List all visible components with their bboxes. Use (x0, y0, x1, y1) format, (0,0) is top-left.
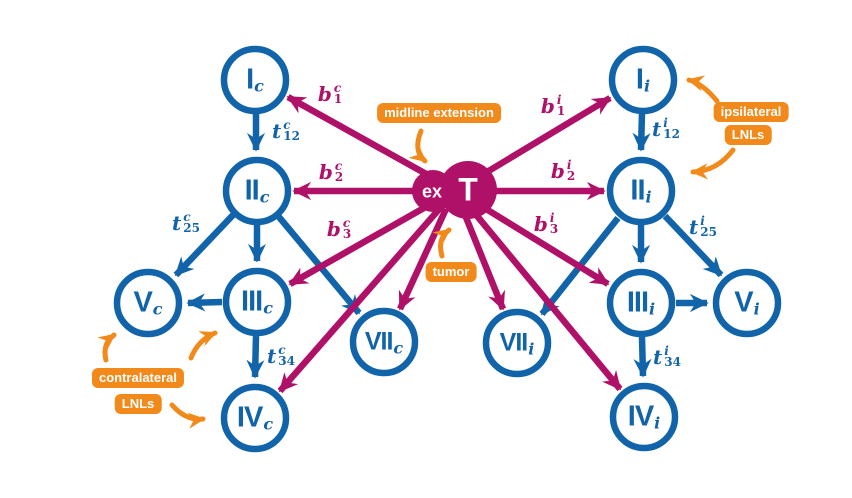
badge-ipsilateral: ipsilateral (713, 102, 789, 122)
edge-T-IIIc (288, 193, 447, 287)
node-circle-Ii (608, 45, 678, 115)
node-circle-Ic (220, 45, 290, 115)
node-circle-VIIc (349, 307, 419, 377)
arrow-contralateral-to-IIIc (188, 330, 218, 361)
edge-T-IVc (277, 196, 451, 394)
badge-tumor: tumor (425, 262, 477, 282)
arrow-contralateral-to-Vc (97, 332, 117, 363)
node-circle-IVi (609, 382, 679, 452)
edge-T-IVi (465, 202, 623, 392)
edge-IIIc-IVc (246, 335, 265, 379)
node-circle-IIIc (222, 267, 292, 337)
edge-IIIc-Vc (186, 293, 223, 312)
badge-ipsilateral-lnls: LNLs (724, 125, 772, 145)
tumor-T-circle (439, 161, 497, 219)
badge-contralateral-lnls: LNLs (114, 394, 162, 414)
edge-T-Ic (286, 94, 448, 188)
arrow-midline-to-tumor (408, 128, 428, 164)
edge-T-IIIi (476, 201, 610, 287)
badge-midline-extension: midline extension (377, 103, 501, 123)
arrow-contralateral-to-IVc (169, 402, 206, 429)
edge-IIc-Vc (173, 212, 236, 278)
node-circle-Vc (113, 268, 183, 338)
edge-IIi-Vi (662, 213, 724, 278)
edge-T-Ii (470, 95, 612, 184)
node-circle-IIIi (606, 268, 676, 338)
arrow-ipsilateral-to-Ii (686, 75, 720, 104)
node-circle-IVc (220, 383, 290, 453)
edge-T-VIIi (459, 208, 507, 311)
edge-T-VIIc (397, 207, 449, 311)
badge-contralateral: contralateral (91, 368, 185, 388)
edge-Ii-IIi (632, 112, 651, 152)
edge-IIIi-IVi (633, 336, 652, 378)
node-circle-IIc (222, 156, 292, 226)
node-circle-Vi (712, 268, 782, 338)
arrow-tumorbadge-to-tumor (432, 227, 452, 259)
node-circle-VIIi (482, 308, 552, 378)
arrow-ipsilateral-to-IIi (690, 147, 736, 180)
node-circle-IIi (606, 156, 676, 226)
